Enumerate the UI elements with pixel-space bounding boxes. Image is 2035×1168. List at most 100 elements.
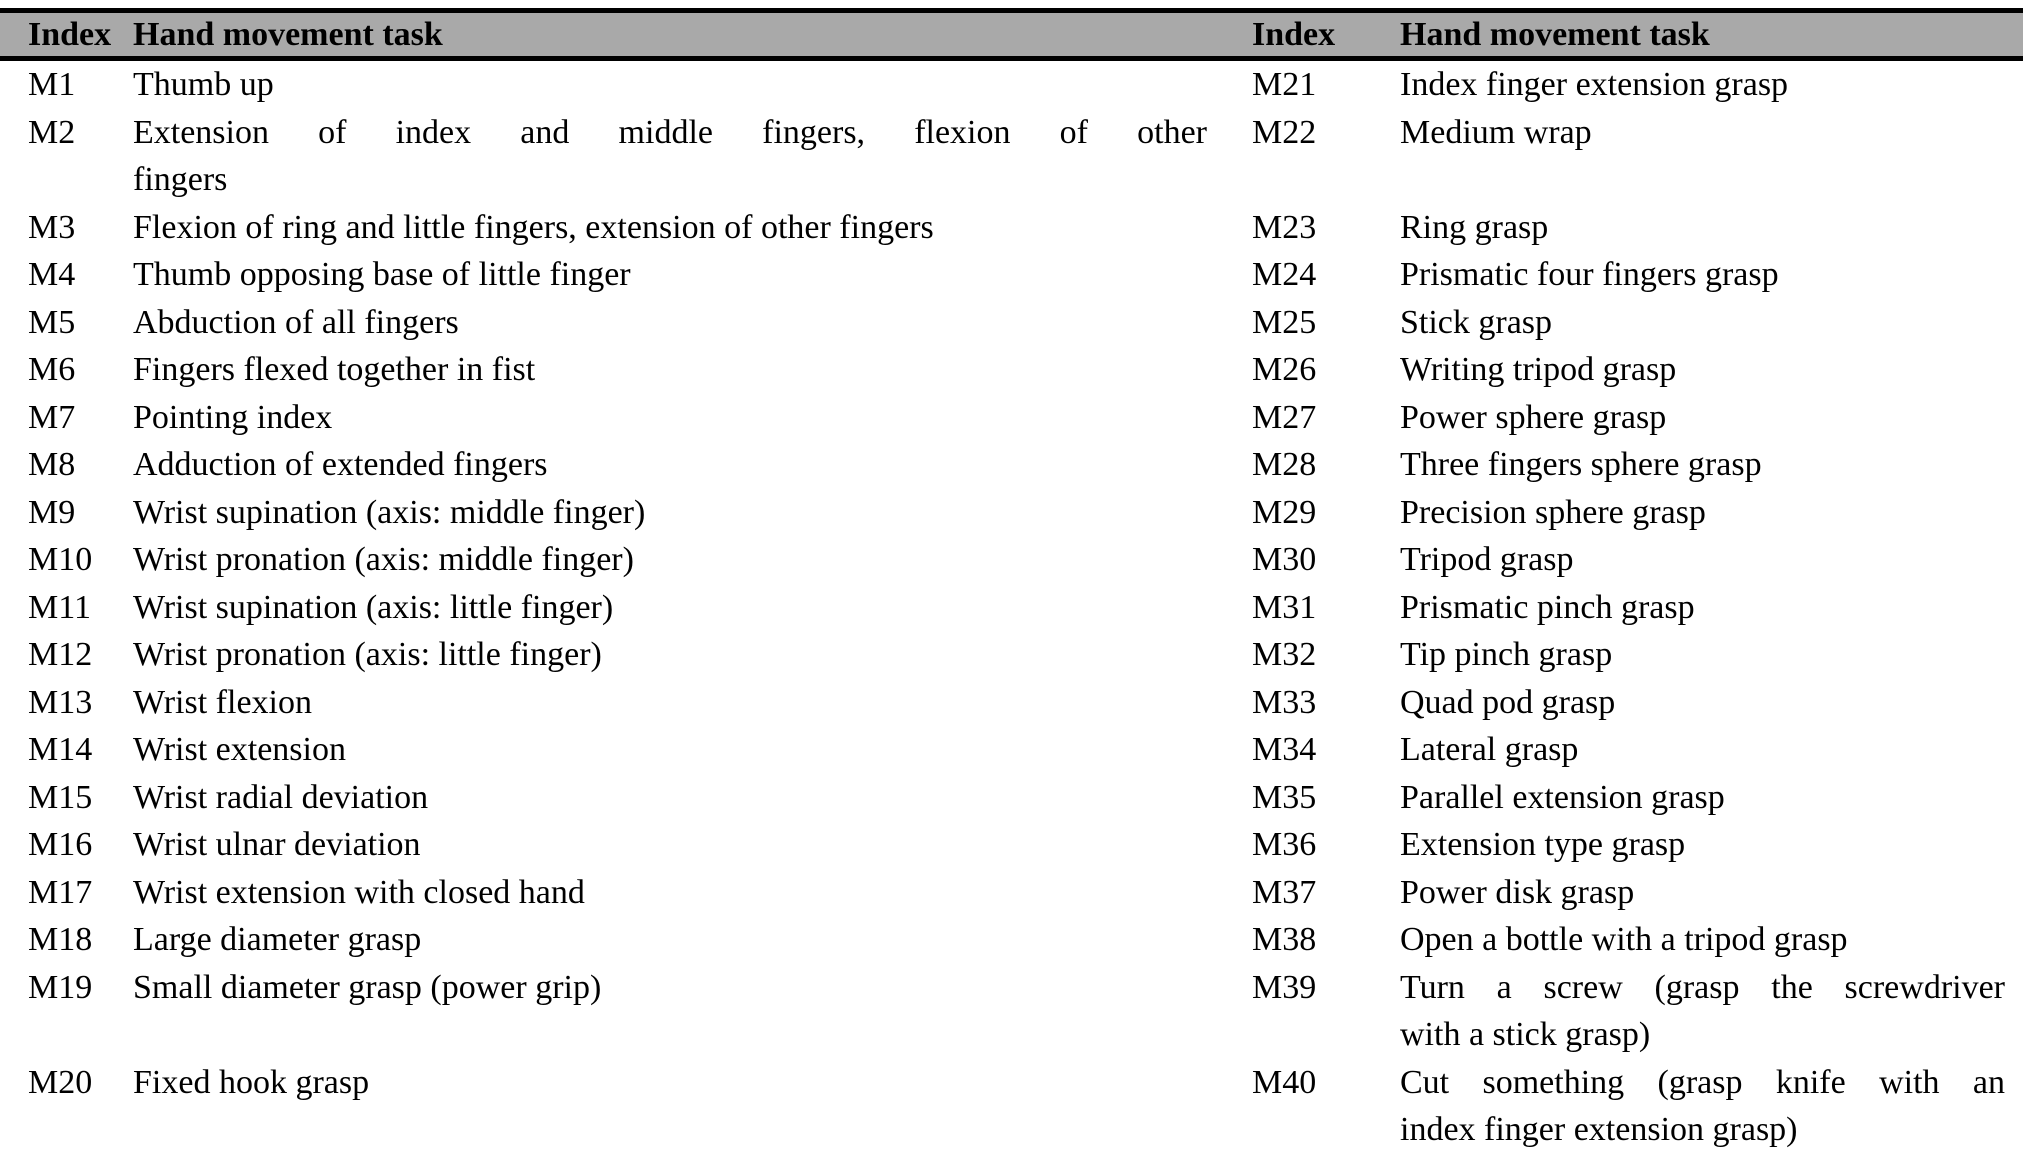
- row-6-right-index: M26: [1252, 351, 1317, 388]
- row-5-right-task: Stick grasp: [1400, 303, 1553, 341]
- table-row: M9 Wrist supination (axis: middle finger)…: [0, 489, 2023, 537]
- row-14-left-task: Wrist extension: [133, 731, 346, 768]
- row-5-left-index: M5: [28, 303, 76, 341]
- task-line: Turn a screw (grasp the screwdriver: [1400, 968, 2005, 1006]
- row-9-left-index: M9: [28, 493, 76, 531]
- table-row: M14 Wrist extension M34 Lateral grasp: [0, 726, 2023, 774]
- row-10-left-index: M10: [28, 541, 93, 578]
- row-12-right-task: Tip pinch grasp: [1400, 636, 1613, 673]
- row-8-left-index: M8: [28, 446, 76, 483]
- row-18-right-task: Open a bottle with a tripod grasp: [1400, 921, 1848, 958]
- row-16-right-index: M36: [1252, 826, 1317, 863]
- row-1-left-task: Thumb up: [133, 66, 274, 103]
- row-19-right-task: Turn a screw (grasp the screwdriver with …: [1400, 964, 2023, 1059]
- row-2-left-index: M2: [28, 113, 76, 151]
- row-12-right-index: M32: [1252, 636, 1317, 673]
- row-4-right-task: Prismatic four fingers grasp: [1400, 256, 1779, 293]
- row-1-left-index: M1: [28, 66, 76, 103]
- header-index-right: Index: [1252, 16, 1336, 53]
- row-13-left-task: Wrist flexion: [133, 683, 312, 721]
- row-20-left-index: M20: [28, 1063, 93, 1101]
- row-18-left-task: Large diameter grasp: [133, 921, 422, 958]
- table-row: M6 Fingers flexed together in fist M26 Writ…: [0, 346, 2023, 394]
- row-8-right-index: M28: [1252, 446, 1317, 483]
- row-3-right-task: Ring grasp: [1400, 208, 1549, 246]
- row-3-left-index: M3: [28, 208, 76, 246]
- row-12-left-index: M12: [28, 636, 93, 673]
- row-14-left-index: M14: [28, 731, 93, 768]
- row-13-right-index: M33: [1252, 683, 1317, 721]
- row-9-right-task: Precision sphere grasp: [1400, 493, 1706, 531]
- task-line: Extension of index and middle fingers, f…: [133, 113, 1207, 151]
- row-17-left-index: M17: [28, 873, 93, 911]
- row-18-right-index: M38: [1252, 921, 1317, 958]
- row-15-right-index: M35: [1252, 778, 1317, 816]
- row-3-right-index: M23: [1252, 208, 1317, 246]
- row-14-right-index: M34: [1252, 731, 1317, 768]
- row-19-right-index: M39: [1252, 968, 1317, 1006]
- row-11-right-index: M31: [1252, 588, 1317, 626]
- table-row: M12 Wrist pronation (axis: little finger)…: [0, 631, 2023, 679]
- table-row: M11 Wrist supination (axis: little finger…: [0, 584, 2023, 632]
- row-20-left-task: Fixed hook grasp: [133, 1063, 370, 1101]
- row-20-right-task: Cut something (grasp knife with an index …: [1400, 1059, 2023, 1154]
- task-line: Cut something (grasp knife with an: [1400, 1063, 2005, 1101]
- row-15-right-task: Parallel extension grasp: [1400, 778, 1725, 816]
- row-4-right-index: M24: [1252, 256, 1317, 293]
- row-2-right-task: Medium wrap: [1400, 113, 1592, 151]
- row-6-left-task: Fingers flexed together in fist: [133, 351, 536, 388]
- table-row: M13 Wrist flexion M33 Quad pod grasp: [0, 679, 2023, 727]
- row-5-right-index: M25: [1252, 303, 1317, 341]
- table-header-row: Index Hand movement task Index Hand move…: [0, 8, 2023, 61]
- row-11-left-task: Wrist supination (axis: little finger): [133, 588, 614, 626]
- row-1-right-task: Index finger extension grasp: [1400, 66, 1789, 103]
- row-2-left-task: Extension of index and middle fingers, f…: [133, 109, 1247, 204]
- row-17-left-task: Wrist extension with closed hand: [133, 873, 585, 911]
- row-14-right-task: Lateral grasp: [1400, 731, 1579, 768]
- row-10-right-index: M30: [1252, 541, 1317, 578]
- table-row: M2 Extension of index and middle fingers,…: [0, 109, 2023, 204]
- row-19-left-index: M19: [28, 968, 93, 1006]
- row-11-left-index: M11: [28, 588, 91, 626]
- row-15-left-task: Wrist radial deviation: [133, 778, 429, 816]
- hand-movement-task-table: Index Hand movement task Index Hand move…: [0, 8, 2023, 1154]
- task-line: fingers: [133, 161, 228, 198]
- row-9-right-index: M29: [1252, 493, 1317, 531]
- row-11-right-task: Prismatic pinch grasp: [1400, 588, 1695, 626]
- row-15-left-index: M15: [28, 778, 93, 816]
- table-row: M1 Thumb up M21 Index finger extension gras…: [0, 61, 2023, 109]
- row-16-left-task: Wrist ulnar deviation: [133, 826, 421, 863]
- row-7-right-task: Power sphere grasp: [1400, 398, 1667, 436]
- row-7-right-index: M27: [1252, 398, 1317, 436]
- row-6-left-index: M6: [28, 351, 76, 388]
- row-6-right-task: Writing tripod grasp: [1400, 351, 1677, 388]
- task-line: index finger extension grasp): [1400, 1111, 1798, 1148]
- row-7-left-index: M7: [28, 398, 76, 436]
- row-17-right-task: Power disk grasp: [1400, 873, 1635, 911]
- table-body: M1 Thumb up M21 Index finger extension gras…: [0, 61, 2023, 1154]
- table-row: M7 Pointing index M27 Power sphere grasp: [0, 394, 2023, 442]
- row-8-right-task: Three fingers sphere grasp: [1400, 446, 1762, 483]
- row-9-left-task: Wrist supination (axis: middle finger): [133, 493, 646, 531]
- row-16-right-task: Extension type grasp: [1400, 826, 1686, 863]
- row-12-left-task: Wrist pronation (axis: little finger): [133, 636, 602, 673]
- row-2-right-index: M22: [1252, 113, 1317, 151]
- header-task-right: Hand movement task: [1400, 16, 1710, 53]
- row-10-right-task: Tripod grasp: [1400, 541, 1574, 578]
- row-7-left-task: Pointing index: [133, 398, 333, 436]
- row-4-left-task: Thumb opposing base of little finger: [133, 256, 631, 293]
- row-8-left-task: Adduction of extended fingers: [133, 446, 548, 483]
- row-1-right-index: M21: [1252, 66, 1317, 103]
- row-13-right-task: Quad pod grasp: [1400, 683, 1616, 721]
- row-13-left-index: M13: [28, 683, 93, 721]
- table-row: M8 Adduction of extended fingers M28 Three …: [0, 441, 2023, 489]
- task-line: with a stick grasp): [1400, 1016, 1651, 1053]
